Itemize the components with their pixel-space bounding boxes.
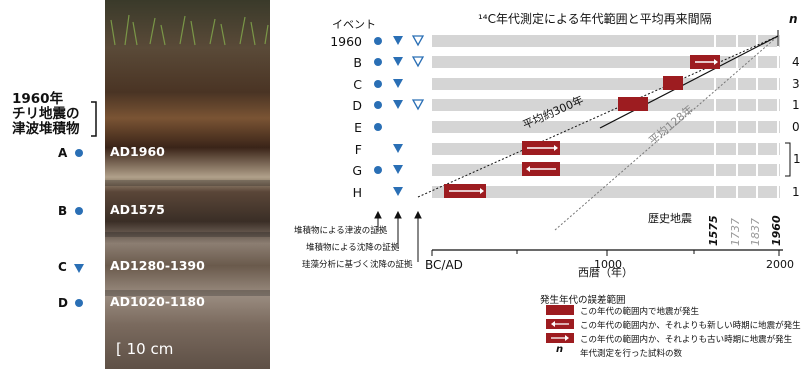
bracket-icon xyxy=(91,101,97,137)
legend-item: この年代の範囲内か、それよりも古い時期に地震が発生 xyxy=(580,335,793,345)
legend-item: この年代の範囲内か、それよりも新しい時期に地震が発生 xyxy=(580,321,801,331)
evidence-caption-tsunami: 堆積物による津波の証拠 xyxy=(294,226,388,236)
event-label: E xyxy=(354,120,362,135)
tsunami-1960-label: 1960年 チリ地震の 津波堆積物 xyxy=(12,92,80,137)
x-tick-label: 2000 xyxy=(766,258,794,271)
layer-label-a: AD1960 xyxy=(110,144,165,159)
hist-year: 1737 xyxy=(729,218,742,246)
circle-marker-icon xyxy=(374,123,382,131)
circle-marker-icon xyxy=(374,101,382,109)
open-triangle-marker-icon xyxy=(411,56,425,68)
triangle-marker-icon xyxy=(393,187,403,196)
x-axis-label: 西暦（年） xyxy=(578,266,633,279)
layer-letter-c: C xyxy=(58,260,67,274)
n-value: 1 xyxy=(792,185,800,199)
evidence-caption-diatom: 珪藻分析に基づく沈降の証拠 xyxy=(302,260,413,270)
chart-title: ¹⁴C年代測定による年代範囲と平均再来間隔 xyxy=(478,12,712,26)
label-line-2: チリ地震の xyxy=(12,106,80,122)
event-label: C xyxy=(353,77,362,92)
triangle-marker-icon xyxy=(393,165,403,174)
layer-label-c: AD1280-1390 xyxy=(110,258,205,273)
x-tick-label: BC/AD xyxy=(425,258,463,272)
timeline-band xyxy=(432,35,780,47)
timeline-band xyxy=(432,99,780,111)
open-triangle-marker-icon xyxy=(411,99,425,111)
n-value: 0 xyxy=(792,120,800,134)
legend-item: 年代測定を行った試料の数 xyxy=(580,349,683,359)
event-label: D xyxy=(352,98,362,113)
evidence-caption-subsidence: 堆積物による沈降の証拠 xyxy=(306,243,400,253)
event-label: 1960 xyxy=(330,34,362,49)
legend-title: 発生年代の誤差範囲 xyxy=(540,295,626,306)
n-value: 1 xyxy=(793,152,801,166)
n-value: 1 xyxy=(792,98,800,112)
legend-n-symbol: n xyxy=(556,344,564,355)
evidence-markers xyxy=(374,35,425,196)
layer-letter-a: A xyxy=(58,146,68,160)
timeline-band xyxy=(432,186,780,198)
layer-label-d: AD1020-1180 xyxy=(110,294,205,309)
circle-marker-icon xyxy=(75,149,83,157)
legend-item: この年代の範囲内で地震が発生 xyxy=(580,307,700,317)
timeline-band xyxy=(432,78,780,90)
open-triangle-marker-icon xyxy=(411,35,425,47)
triangle-marker-icon xyxy=(393,57,403,66)
label-line-3: 津波堆積物 xyxy=(12,121,80,137)
event-header: イベント xyxy=(332,18,376,31)
triangle-marker-icon xyxy=(74,264,84,273)
layer-letter-d: D xyxy=(58,296,68,310)
hist-year: 1575 xyxy=(707,215,720,246)
soil-photo-image xyxy=(105,0,270,369)
triangle-marker-icon xyxy=(393,144,403,153)
legend-arrow-left-icon xyxy=(546,319,574,329)
n-value: 4 xyxy=(792,55,800,69)
timeline-band xyxy=(432,143,780,155)
hist-year: 1837 xyxy=(749,218,762,246)
legend-arrow-right-icon xyxy=(546,333,574,343)
layer-letter-b: B xyxy=(58,204,68,218)
triangle-marker-icon xyxy=(393,79,403,88)
historical-label: 歴史地震 xyxy=(648,212,692,225)
event-label: B xyxy=(353,55,362,70)
circle-marker-icon xyxy=(374,166,382,174)
legend-swatch-solid xyxy=(546,305,574,315)
label-line-1: 1960年 xyxy=(12,91,64,107)
circle-marker-icon xyxy=(374,37,382,45)
event-range-c xyxy=(663,76,683,90)
timeline-band xyxy=(432,121,780,133)
scale-bar: [ 10 cm xyxy=(116,340,174,358)
circle-marker-icon xyxy=(75,207,83,215)
n-header: n xyxy=(789,12,798,26)
hist-year: 1960 xyxy=(770,215,783,246)
event-label: G xyxy=(352,163,362,178)
event-label: F xyxy=(354,142,362,157)
layer-label-b: AD1575 xyxy=(110,202,165,217)
circle-marker-icon xyxy=(374,80,382,88)
soil-profile-photo xyxy=(105,0,270,369)
circle-marker-icon xyxy=(75,299,83,307)
circle-marker-icon xyxy=(374,58,382,66)
triangle-marker-icon xyxy=(393,100,403,109)
x-tick-label: 1000 xyxy=(594,258,622,271)
event-label: H xyxy=(352,185,362,200)
event-range-d xyxy=(618,97,648,111)
triangle-marker-icon xyxy=(393,36,403,45)
n-value: 3 xyxy=(792,77,800,91)
timeline-band xyxy=(432,164,780,176)
